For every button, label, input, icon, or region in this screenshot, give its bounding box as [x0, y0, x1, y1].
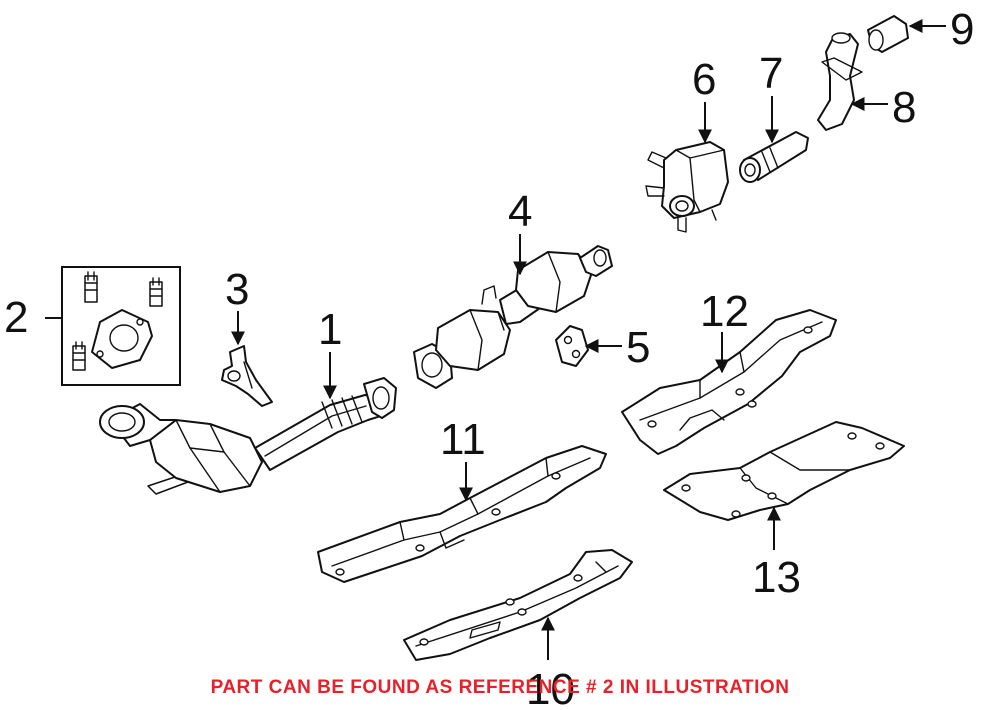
part-9-exhaust-tip — [867, 15, 909, 53]
gasket — [91, 309, 153, 369]
part-7-tail-pipe — [739, 131, 809, 183]
callout-12: 12 — [700, 287, 749, 336]
part-2-gasket-kit — [61, 266, 181, 386]
part-6-muffler — [645, 141, 729, 233]
callout-7: 7 — [759, 49, 783, 98]
callout-2: 2 — [4, 293, 28, 342]
part-11-heat-shield — [317, 445, 607, 583]
part-8-tailpipe-extension — [817, 32, 863, 131]
part-4-rear-converter — [413, 245, 613, 389]
callout-3: 3 — [225, 265, 249, 314]
reference-note: PART CAN BE FOUND AS REFERENCE # 2 IN IL… — [210, 677, 790, 698]
stud-top-right — [149, 277, 163, 307]
callout-13: 13 — [752, 553, 801, 602]
stud-top-left — [84, 271, 98, 303]
part-13-heat-shield-plate — [663, 421, 905, 521]
callout-10: 10 — [526, 665, 575, 710]
part-1-front-pipe-converter — [99, 377, 397, 495]
callout-4: 4 — [508, 187, 532, 236]
callout-9: 9 — [950, 5, 974, 54]
callout-6: 6 — [692, 55, 716, 104]
callout-1: 1 — [318, 305, 342, 354]
callout-8: 8 — [892, 83, 916, 132]
part-3-bracket — [221, 345, 273, 407]
part-5-hanger-insulator — [555, 325, 589, 367]
part-10-lower-heat-shield — [403, 549, 633, 661]
stud-bottom-left — [72, 341, 86, 371]
callout-11: 11 — [440, 415, 486, 464]
callout-5: 5 — [626, 323, 650, 372]
